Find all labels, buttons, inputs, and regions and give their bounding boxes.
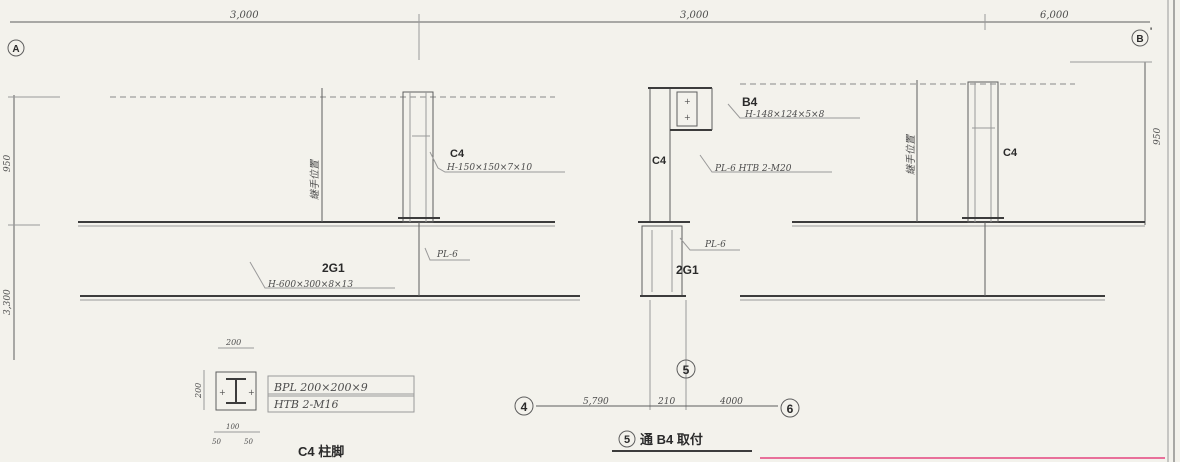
grid-marker-5 (676, 359, 696, 379)
left-column-spec: H-150×150×7×10 (446, 163, 532, 173)
grid-marker-5-label: 5 (683, 363, 690, 377)
left-vertical-note: 継手位置 (309, 159, 321, 200)
dim-top-mid: 3,000 (680, 10, 709, 21)
left-column-c4 (402, 91, 434, 223)
dim-top-right: 6,000 (1040, 10, 1069, 21)
caption-text: 通 B4 取付 (640, 432, 703, 447)
center-column-tag: C4 (652, 155, 667, 167)
right-vertical-note: 継手位置 (905, 134, 917, 175)
left-plate-leader (424, 247, 470, 261)
base-bottom-dim-3: 50 (244, 438, 253, 446)
base-side-dim: 200 (194, 383, 203, 399)
right-column-tag: C4 (1003, 147, 1018, 159)
base-bottom-dim-1: 100 (226, 423, 240, 431)
dim-bottom-mid: 210 (657, 397, 675, 407)
grid-marker-a-label: A (12, 44, 19, 55)
base-spec-box-1 (267, 375, 415, 397)
base-plate-spec: BPL 200×200×9 (273, 381, 368, 394)
grid-marker-b-label: B (1136, 34, 1143, 45)
base-bolt-right: + (248, 388, 255, 397)
center-beam-plate (676, 91, 698, 127)
caption-circle-5 (618, 430, 636, 448)
base-spec-box-2 (267, 393, 415, 413)
dim-bottom-right: 4000 (719, 397, 743, 407)
center-beam-leader (727, 103, 860, 119)
dim-right-upper: 950 (1153, 128, 1163, 145)
center-plate-leader (679, 237, 740, 251)
left-girder-leader (249, 261, 395, 289)
center-beam-spec: H-148×124×5×8 (744, 110, 825, 120)
dim-left-lower: 3,300 (3, 289, 13, 315)
grid-marker-4-label: 4 (521, 400, 528, 414)
center-girder-tag: 2G1 (676, 263, 699, 277)
grid-marker-b-prime: ' (1150, 26, 1152, 36)
grid-marker-4 (514, 396, 534, 416)
dim-bottom-left: 5,790 (583, 397, 609, 407)
center-bolt-leader (699, 154, 832, 173)
grid-marker-b (1131, 29, 1149, 47)
left-plate-note: PL-6 (436, 250, 458, 260)
center-beam-tag: B4 (742, 95, 758, 109)
grid-marker-6-label: 6 (787, 402, 794, 416)
grid-marker-a (7, 39, 25, 57)
left-column-leader (429, 151, 565, 173)
caption-number: 5 (624, 434, 630, 446)
base-bolt-spec: HTB 2-M16 (273, 398, 339, 411)
dim-left-upper: 950 (3, 155, 13, 172)
base-caption: C4 柱脚 (298, 444, 344, 459)
left-girder-spec: H-600×300×8×13 (267, 280, 353, 290)
base-bolt-left: + (219, 388, 226, 397)
center-bolt-note: PL-6 HTB 2-M20 (714, 164, 792, 174)
center-girder-section (641, 225, 683, 297)
left-column-tag: C4 (450, 148, 465, 160)
dim-top-left: 3,000 (230, 10, 259, 21)
grid-marker-6 (780, 398, 800, 418)
center-bolt-2: + (684, 113, 691, 122)
right-column-c4 (967, 81, 999, 223)
left-girder-tag: 2G1 (322, 261, 345, 275)
center-plate-note: PL-6 (704, 240, 726, 250)
base-plate (215, 371, 257, 411)
base-bottom-dim-2: 50 (212, 438, 221, 446)
center-bolt-1: + (684, 97, 691, 106)
base-top-dim: 200 (225, 338, 241, 347)
